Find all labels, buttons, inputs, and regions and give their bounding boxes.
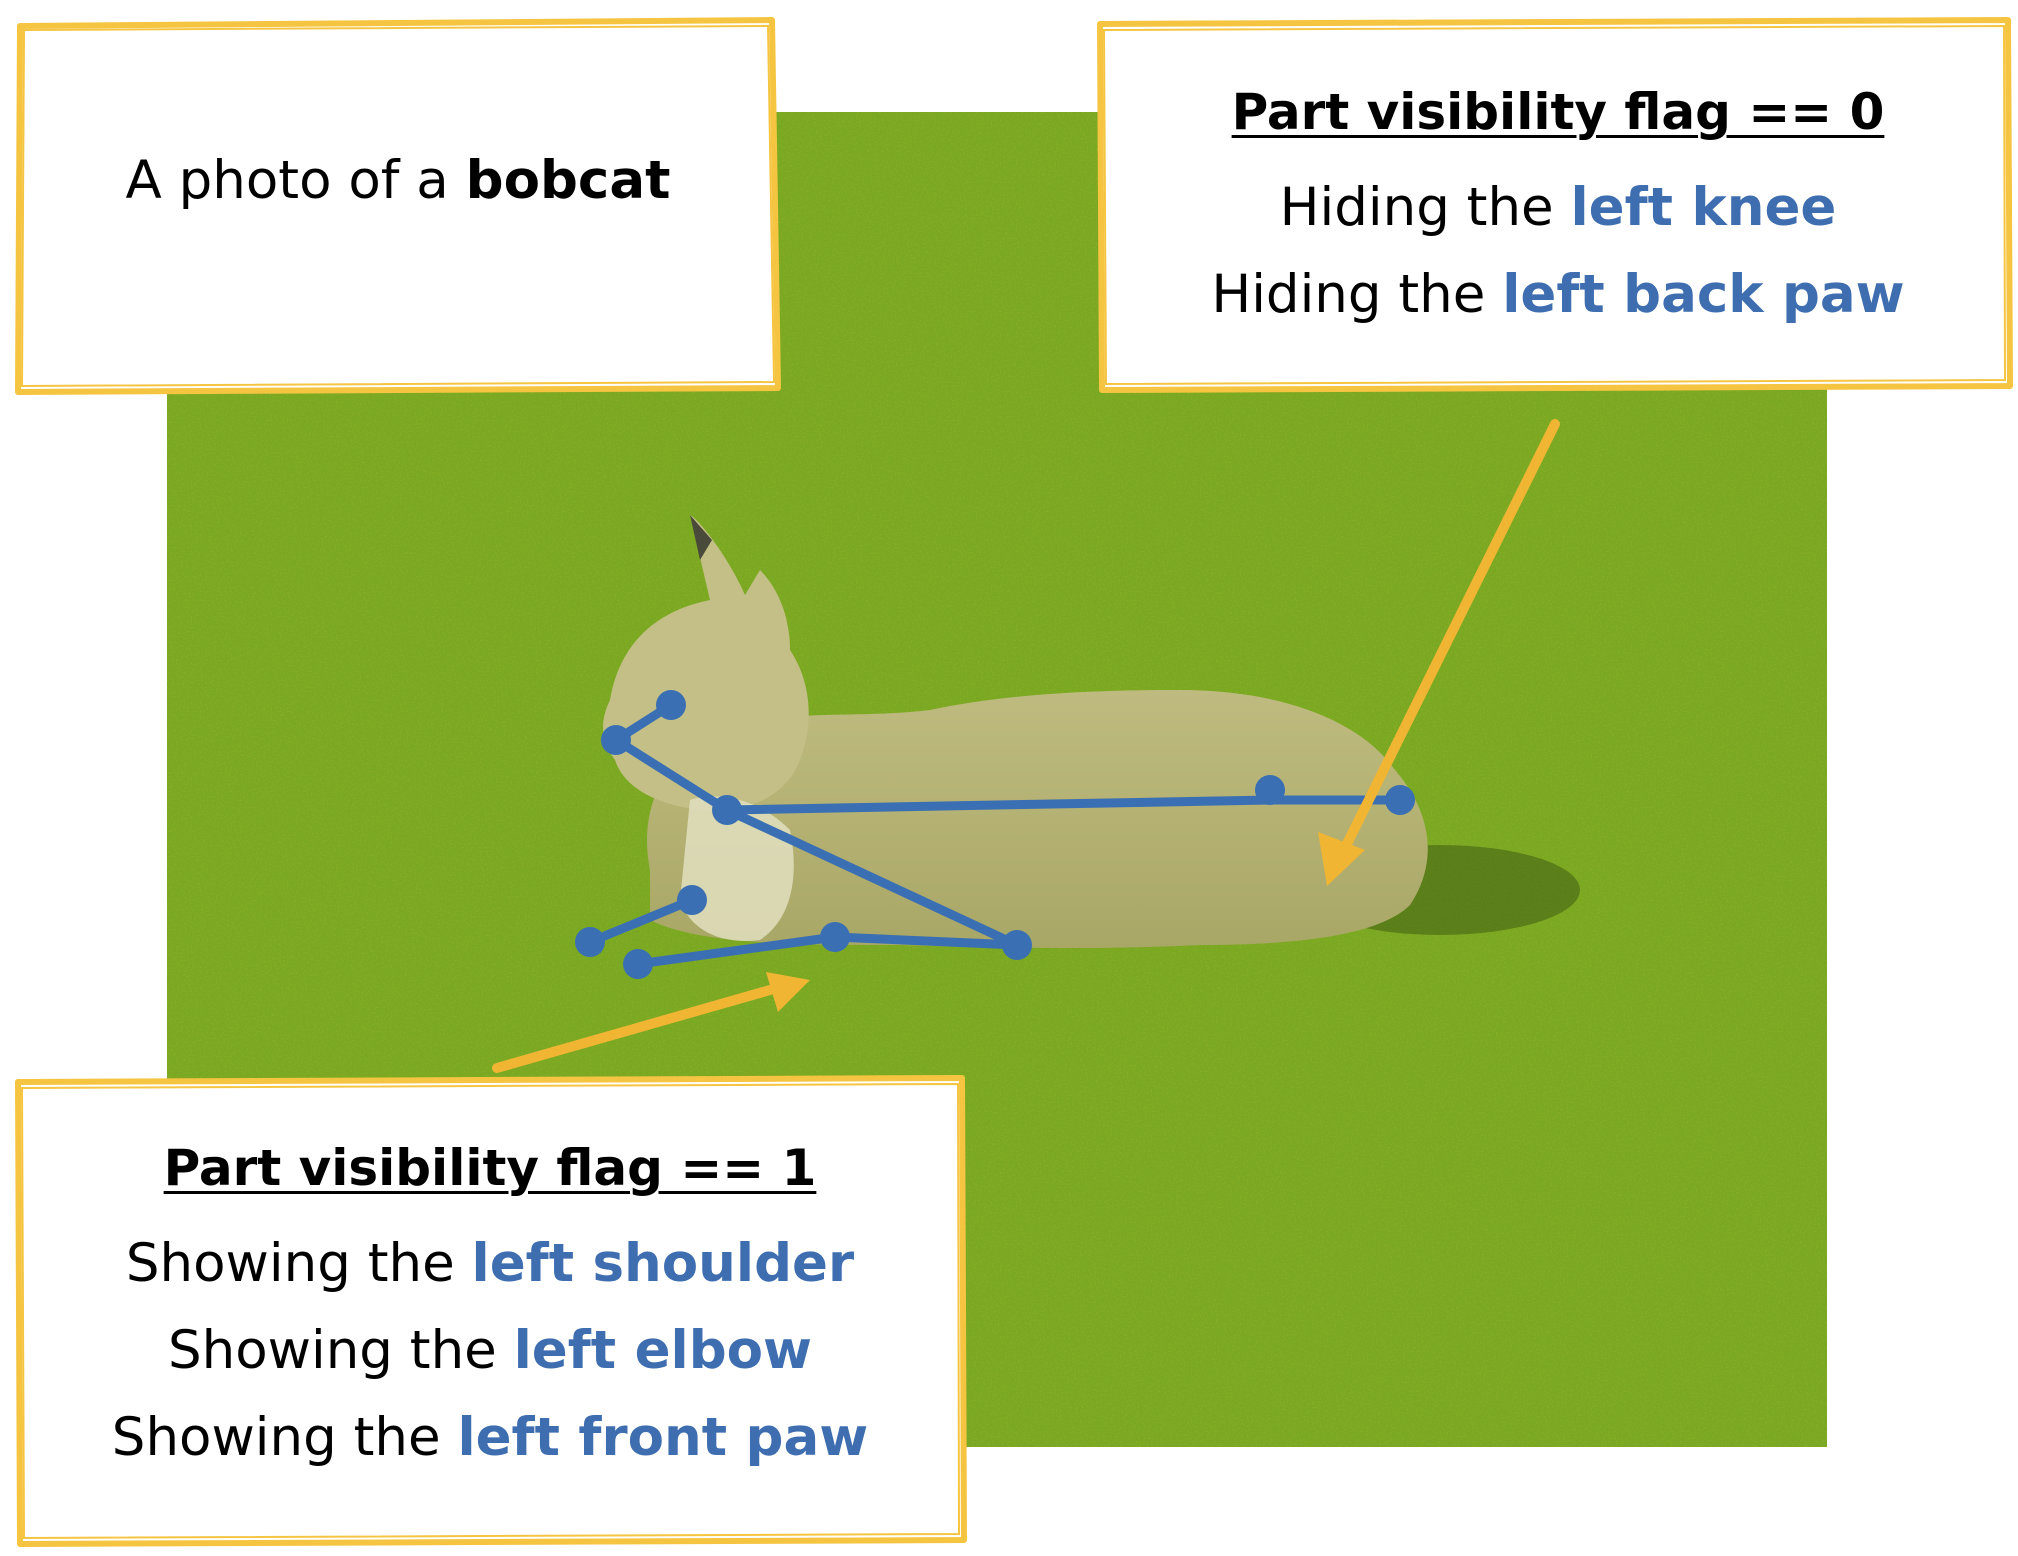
visible-part-prefix: Showing the xyxy=(125,1233,472,1294)
visible-part-name: left front paw xyxy=(457,1407,869,1468)
visible-part-line: Showing the left front paw xyxy=(22,1394,958,1481)
keypoint-dot xyxy=(1002,930,1032,960)
bobcat-body xyxy=(647,690,1428,949)
skeleton-edge xyxy=(830,932,1022,950)
visible-part-name: left shoulder xyxy=(471,1233,855,1294)
keypoint-dot xyxy=(820,922,850,952)
keypoint-dot xyxy=(1385,785,1415,815)
keypoint-dot xyxy=(623,949,653,979)
skeleton-edge xyxy=(722,805,1022,950)
arrow-hidden-to-knee xyxy=(1318,419,1560,886)
hidden-part-prefix: Hiding the xyxy=(1211,264,1503,325)
bobcat-head xyxy=(603,515,809,811)
caption-box-frame xyxy=(15,17,781,395)
visible-part-line: Showing the left shoulder xyxy=(22,1220,958,1307)
bobcat-ear-tuft xyxy=(690,515,712,560)
keypoint-dot xyxy=(677,885,707,915)
keypoint-dot xyxy=(712,795,742,825)
visible-panel-frame xyxy=(15,1075,967,1547)
bobcat xyxy=(603,515,1580,949)
hidden-panel-frame xyxy=(1097,17,2013,393)
visible-part-prefix: Showing the xyxy=(167,1320,514,1381)
skeleton-edge xyxy=(633,932,840,969)
visible-part-line: Showing the left elbow xyxy=(22,1307,958,1394)
hidden-panel-heading: Part visibility flag == 0 xyxy=(1231,83,1885,141)
arrow-visible-to-leg xyxy=(492,972,810,1073)
skeleton-edge xyxy=(585,895,697,947)
hidden-part-name: left knee xyxy=(1570,177,1837,238)
visible-part-name: left elbow xyxy=(513,1320,813,1381)
visible-part-prefix: Showing the xyxy=(111,1407,458,1468)
hidden-part-line: Hiding the left back paw xyxy=(1105,251,2011,338)
caption-box: A photo of a bobcat xyxy=(28,150,768,211)
caption-subject: bobcat xyxy=(465,150,671,211)
hidden-parts-panel: Part visibility flag == 0 Hiding the lef… xyxy=(1105,68,2011,338)
keypoint-dot xyxy=(601,725,631,755)
visible-panel-heading: Part visibility flag == 1 xyxy=(163,1139,817,1197)
keypoint-dot xyxy=(575,927,605,957)
skeleton-edge xyxy=(611,735,732,815)
skeleton-edge xyxy=(722,795,1275,815)
keypoint-dot xyxy=(656,690,686,720)
hidden-part-name: left back paw xyxy=(1502,264,1905,325)
keypoints xyxy=(575,690,1415,979)
keypoint-dot xyxy=(1255,775,1285,805)
caption-prefix: A photo of a xyxy=(125,150,466,211)
hidden-part-prefix: Hiding the xyxy=(1279,177,1571,238)
visible-parts-panel: Part visibility flag == 1 Showing the le… xyxy=(22,1124,958,1481)
hidden-part-line: Hiding the left knee xyxy=(1105,164,2011,251)
